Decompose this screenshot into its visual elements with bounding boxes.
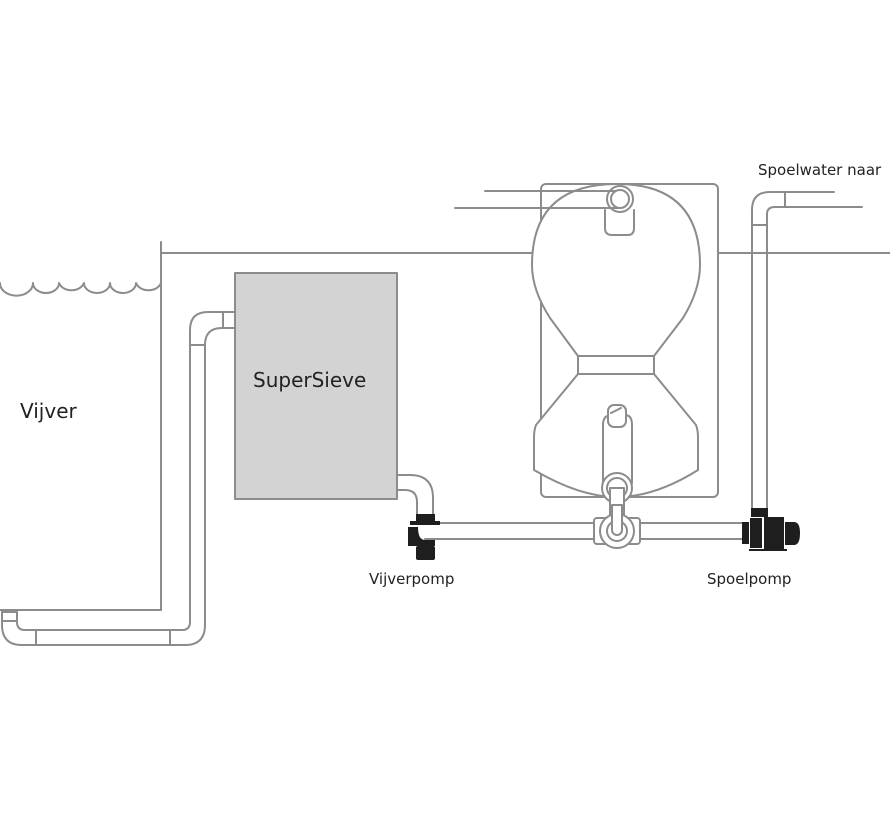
pressure-filter: [454, 183, 719, 549]
flush-outlet-pipe: [751, 191, 863, 513]
pond-pump-label: Vijverpomp: [369, 570, 454, 588]
pond-pump: [408, 514, 440, 560]
flush-pump: [742, 508, 800, 551]
pressure-pipe: [424, 522, 745, 540]
pond: [0, 241, 162, 611]
flush-pump-label: Spoelpomp: [707, 570, 791, 588]
supersieve-box: [234, 272, 398, 500]
inlet-pipe: [1, 311, 236, 646]
filter-waist: [577, 355, 655, 375]
pond-label: Vijver: [20, 399, 77, 423]
flush-water-label: Spoelwater naar: [758, 161, 882, 179]
sieve-outlet-pipe: [396, 474, 434, 516]
supersieve-label: SuperSieve: [253, 368, 366, 392]
filter-upper-dome: [531, 183, 701, 357]
water-surface: [0, 282, 162, 297]
